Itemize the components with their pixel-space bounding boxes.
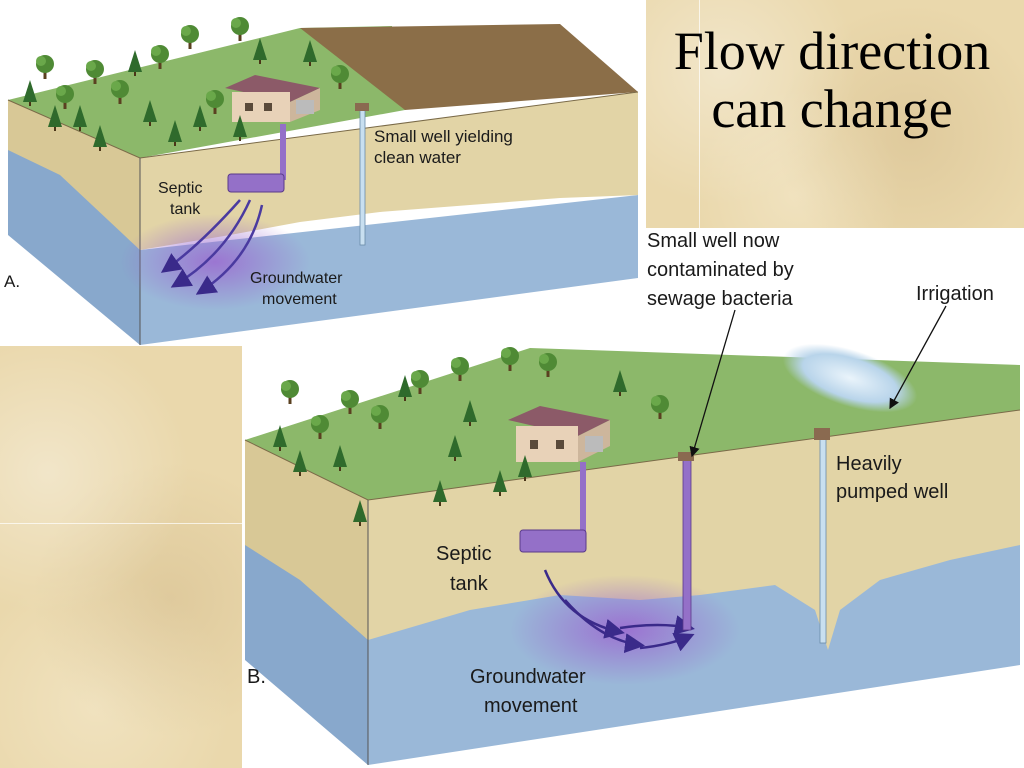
panel-b-marker: B. [247,666,266,688]
soil-front-b [245,440,368,640]
clean-well-label-line: Small well yielding [374,127,513,146]
soil-side [140,92,638,250]
contaminated-label-line: Small well now [647,230,780,252]
septic-label-line: Septic [158,180,202,197]
soil-front [8,100,140,250]
septic-pipe-b [580,462,586,534]
septic-label-line: Septic [436,543,492,565]
pumped-well [819,437,827,644]
panel-a: A. Small well yielding clean water Septi… [4,17,639,345]
callout-contaminated [689,309,736,458]
contaminant-plume [120,214,310,310]
septic-pipe [280,124,286,180]
aquifer-front [8,108,140,345]
clean-well-label-line: clean water [374,148,461,167]
groundwater-label-line: movement [484,695,578,717]
irrigation-label: Irrigation [916,283,994,305]
contaminated-well [682,459,692,631]
septic-label-line: tank [450,573,489,595]
panel-b: B. Small well now contaminated by sewage… [244,230,1021,765]
septic-tank-b [519,529,587,553]
slide-title: Flow direction can change [673,21,991,139]
groundwater-label-b: Groundwater movement [470,666,591,717]
groundwater-label-line: Groundwater [470,666,586,688]
house-b [508,406,610,462]
flow-arrows [160,199,264,295]
septic-label-b: Septic tank [436,543,497,595]
parchment-tile-top-right [646,0,1024,228]
aquifer-side [140,195,638,345]
contaminated-label-line: sewage bacteria [647,288,794,310]
panel-a-marker: A. [4,272,20,291]
septic-tank [227,173,285,193]
pumped-label-line: Heavily [836,453,902,475]
house [225,75,320,122]
groundwater-label-a: Groundwater movement [250,270,347,308]
callout-irrigation [889,305,947,410]
septic-label-a: Septic tank [158,180,207,218]
tile-seam [0,523,242,524]
soil-side-b [368,410,1020,650]
irrigation-field [782,343,918,413]
contaminated-well-label: Small well now contaminated by sewage ba… [647,230,799,310]
groundwater-label-line: Groundwater [250,270,343,287]
tile-seam [699,0,700,228]
pumped-well-label: Heavily pumped well [836,453,948,503]
dry-field [300,24,638,110]
groundwater-label-line: movement [262,291,337,308]
clean-well-label: Small well yielding clean water [374,127,518,167]
pumped-label-line: pumped well [836,481,948,503]
clean-well [359,109,366,246]
septic-label-line: tank [170,201,201,218]
contaminated-label-line: contaminated by [647,259,794,281]
parchment-tile-left [0,346,242,768]
